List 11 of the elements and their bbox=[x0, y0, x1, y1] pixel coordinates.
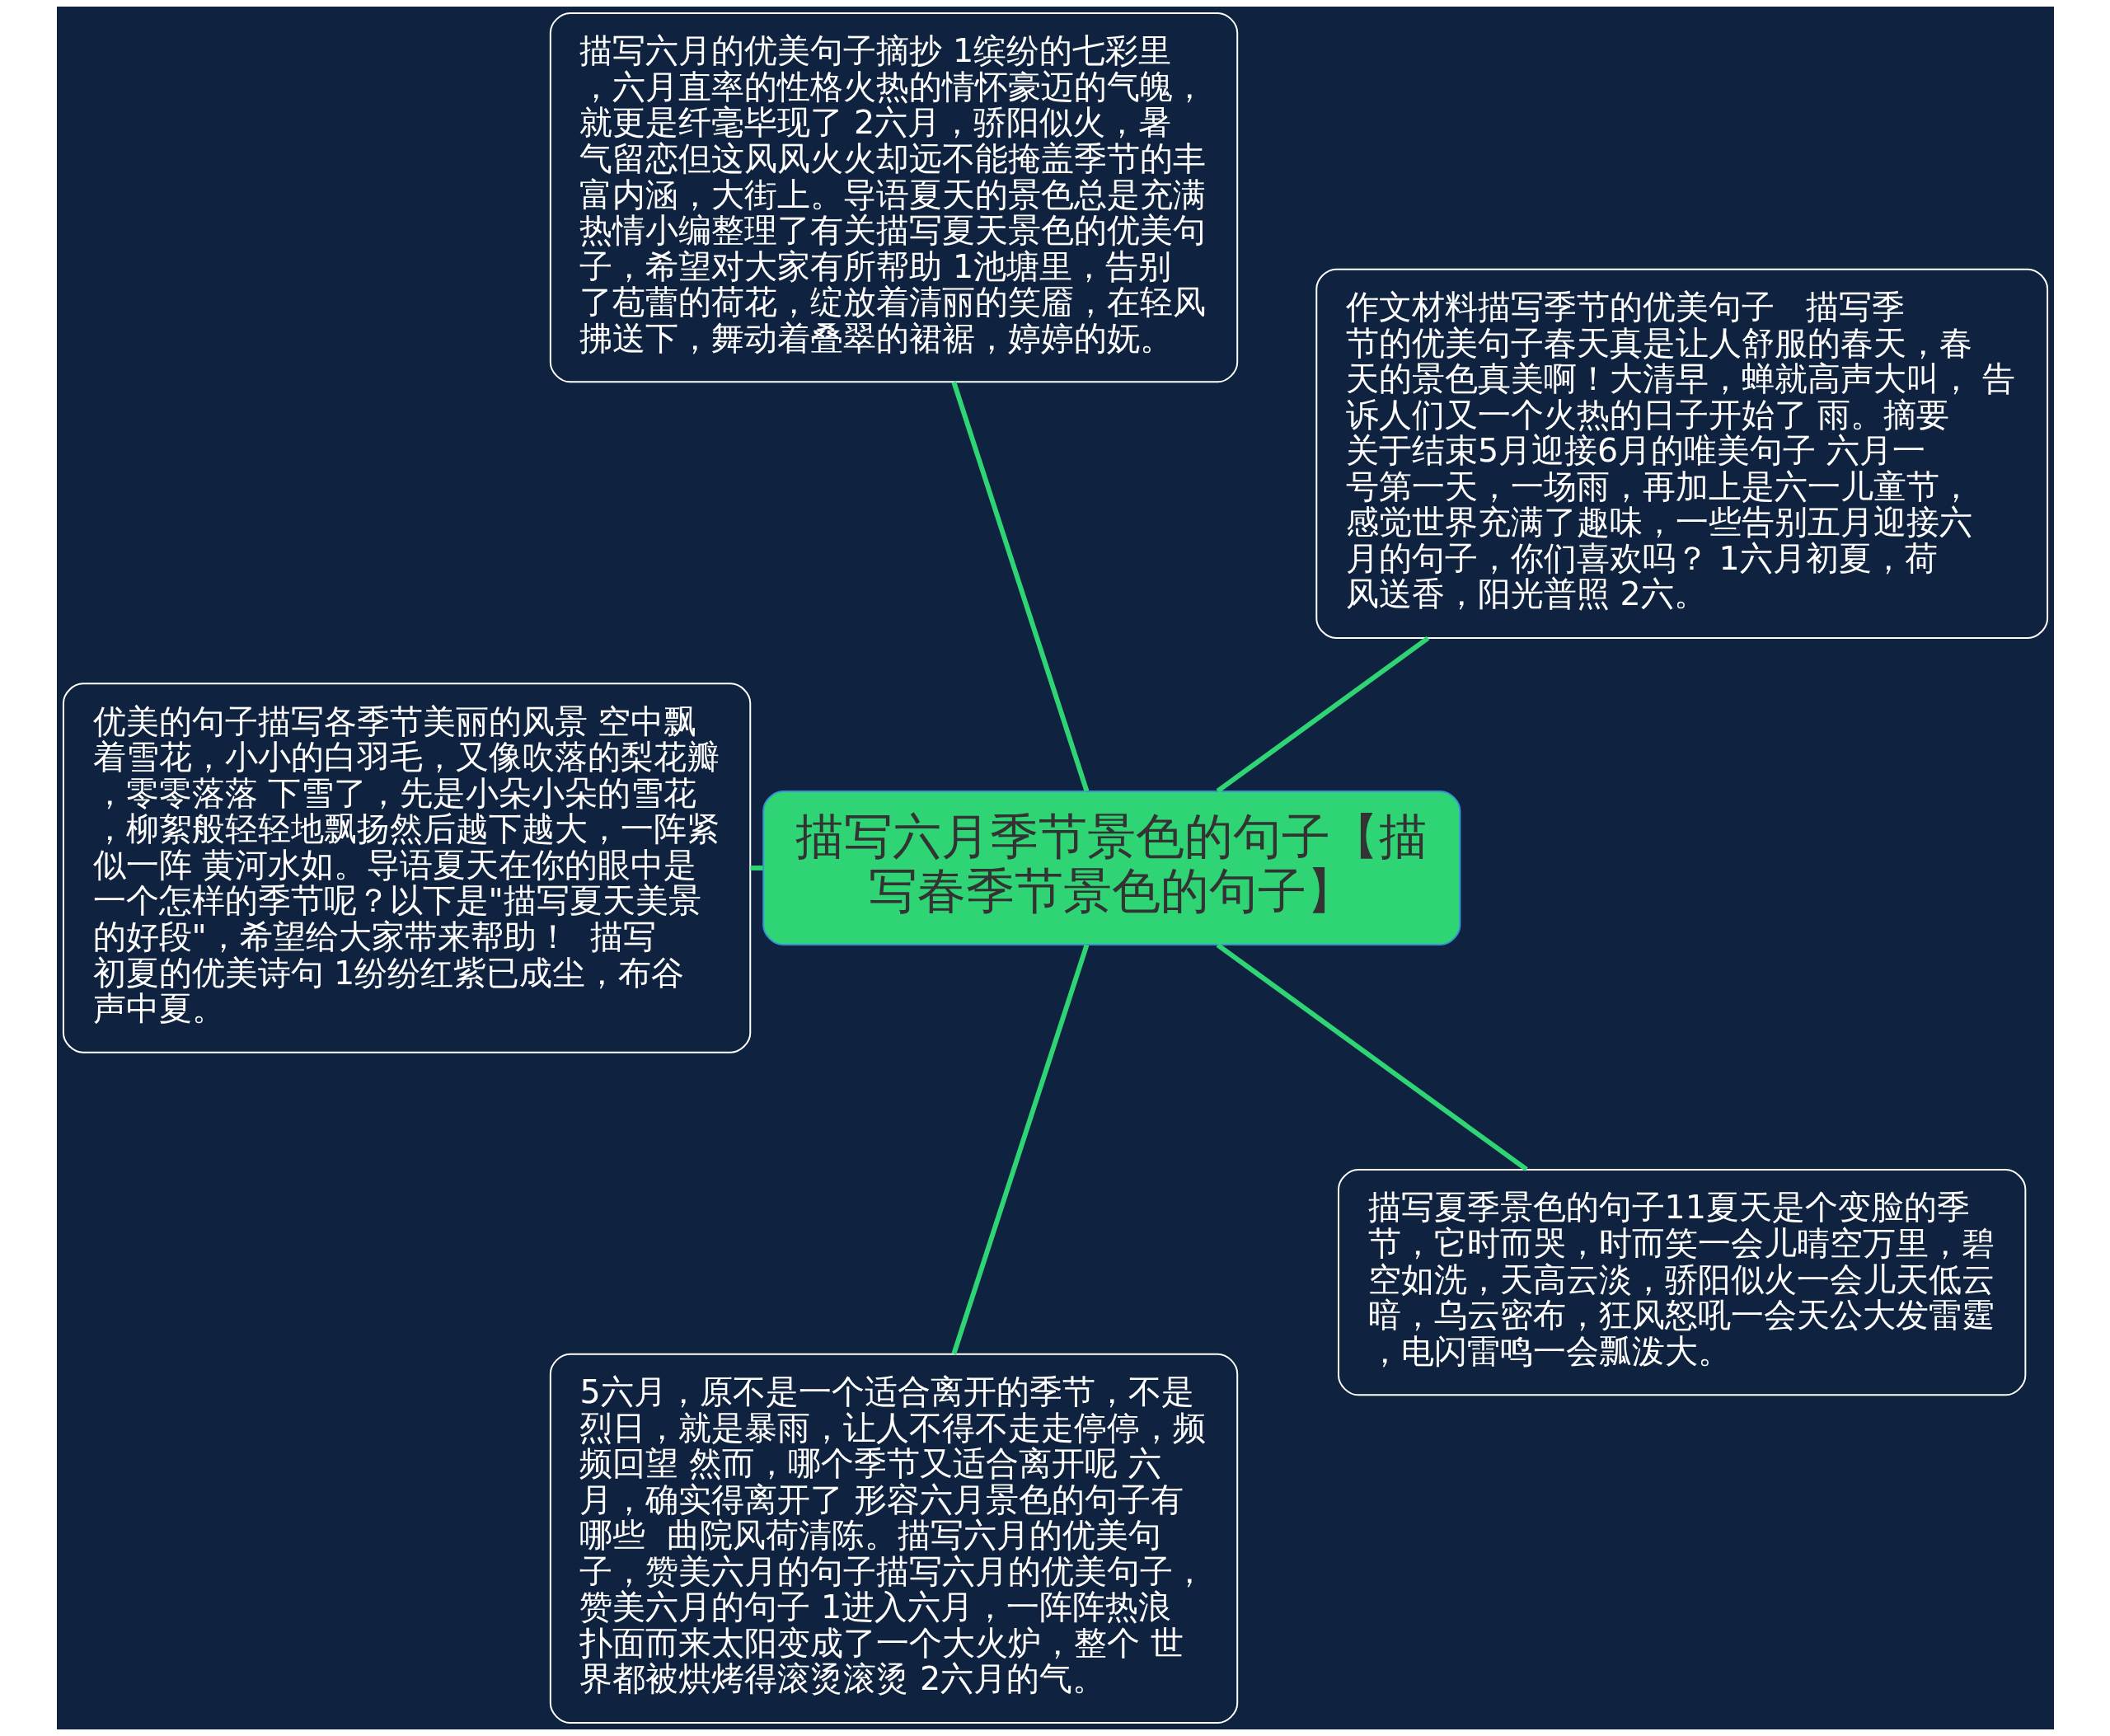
connector bbox=[1216, 636, 1429, 794]
node-box: 5六月，原不是一个适合离开的季节，不是烈日，就是暴雨，让人不得不走走停停，频频回望 然而，哪个季节又适合离开呢 六月，确实得离开了 形容六月景色的句子有哪些 曲院风荷清陈。描写六月的优美句子，赞美六月的句子描写六月的优美句子，赞美六月的句子 1进入六月，一阵阵热浪扑面而来太阳变成了一个大火炉，整个 世界都被烘烤得滚烫滚烫 2六月的气。 bbox=[549, 1353, 1238, 1724]
connector bbox=[950, 381, 1089, 792]
connector bbox=[749, 866, 763, 870]
node-box: 作文材料描写季节的优美句子 描写季节的优美句子春天真是让人舒服的春天，春天的景色真美啊！大清早，蝉就高声大叫， 告诉人们又一个火热的日子开始了 雨。摘要关于结束5月迎接6月的唯美句子 六月一号第一天，一场雨，再加上是六一儿童节，感觉世界充满了趣味，一些告别五月迎接六月的句子，你们喜欢吗？ 1六月初夏，荷风送香，阳光普照 2六。 bbox=[1315, 268, 2048, 639]
connector bbox=[950, 944, 1089, 1355]
connector bbox=[1216, 942, 1528, 1172]
node-box: 优美的句子描写各季节美丽的风景 空中飘着雪花，小小的白羽毛，又像吹落的梨花瓣，零零落落 下雪了，先是小朵小朵的雪花，柳絮般轻轻地飘扬然后越下越大，一阵紧似一阵 黄河水如。导语夏天在你的眼中是一个怎样的季节呢？以下是"描写夏天美景的好段"，希望给大家带来帮助！ 描写初夏的优美诗句 1纷纷红紫已成尘，布谷声中夏。 bbox=[62, 683, 751, 1053]
node-box: 描写六月的优美句子摘抄 1缤纷的七彩里，六月直率的性格火热的情怀豪迈的气魄，就更是纤毫毕现了 2六月，骄阳似火，暑气留恋但这风风火火却远不能掩盖季节的丰富内涵，大街上。导语夏天的景色总是充满热情小编整理了有关描写夏天景色的优美句子，希望对大家有所帮助 1池塘里，告别了苞蕾的荷花，绽放着清丽的笑靥，在轻风拂送下，舞动着叠翠的裙裾，婷婷的妩。 bbox=[549, 12, 1238, 383]
node-box: 描写夏季景色的句子11夏天是个变脸的季节，它时而哭，时而笑一会儿晴空万里，碧空如洗，天高云淡，骄阳似火一会儿天低云暗，乌云密布，狂风怒吼一会天公大发雷霆，电闪雷鸣一会瓢泼大。 bbox=[1337, 1169, 2026, 1396]
node-box: 描写六月季节景色的句子【描写春季节景色的句子】 bbox=[762, 791, 1461, 945]
